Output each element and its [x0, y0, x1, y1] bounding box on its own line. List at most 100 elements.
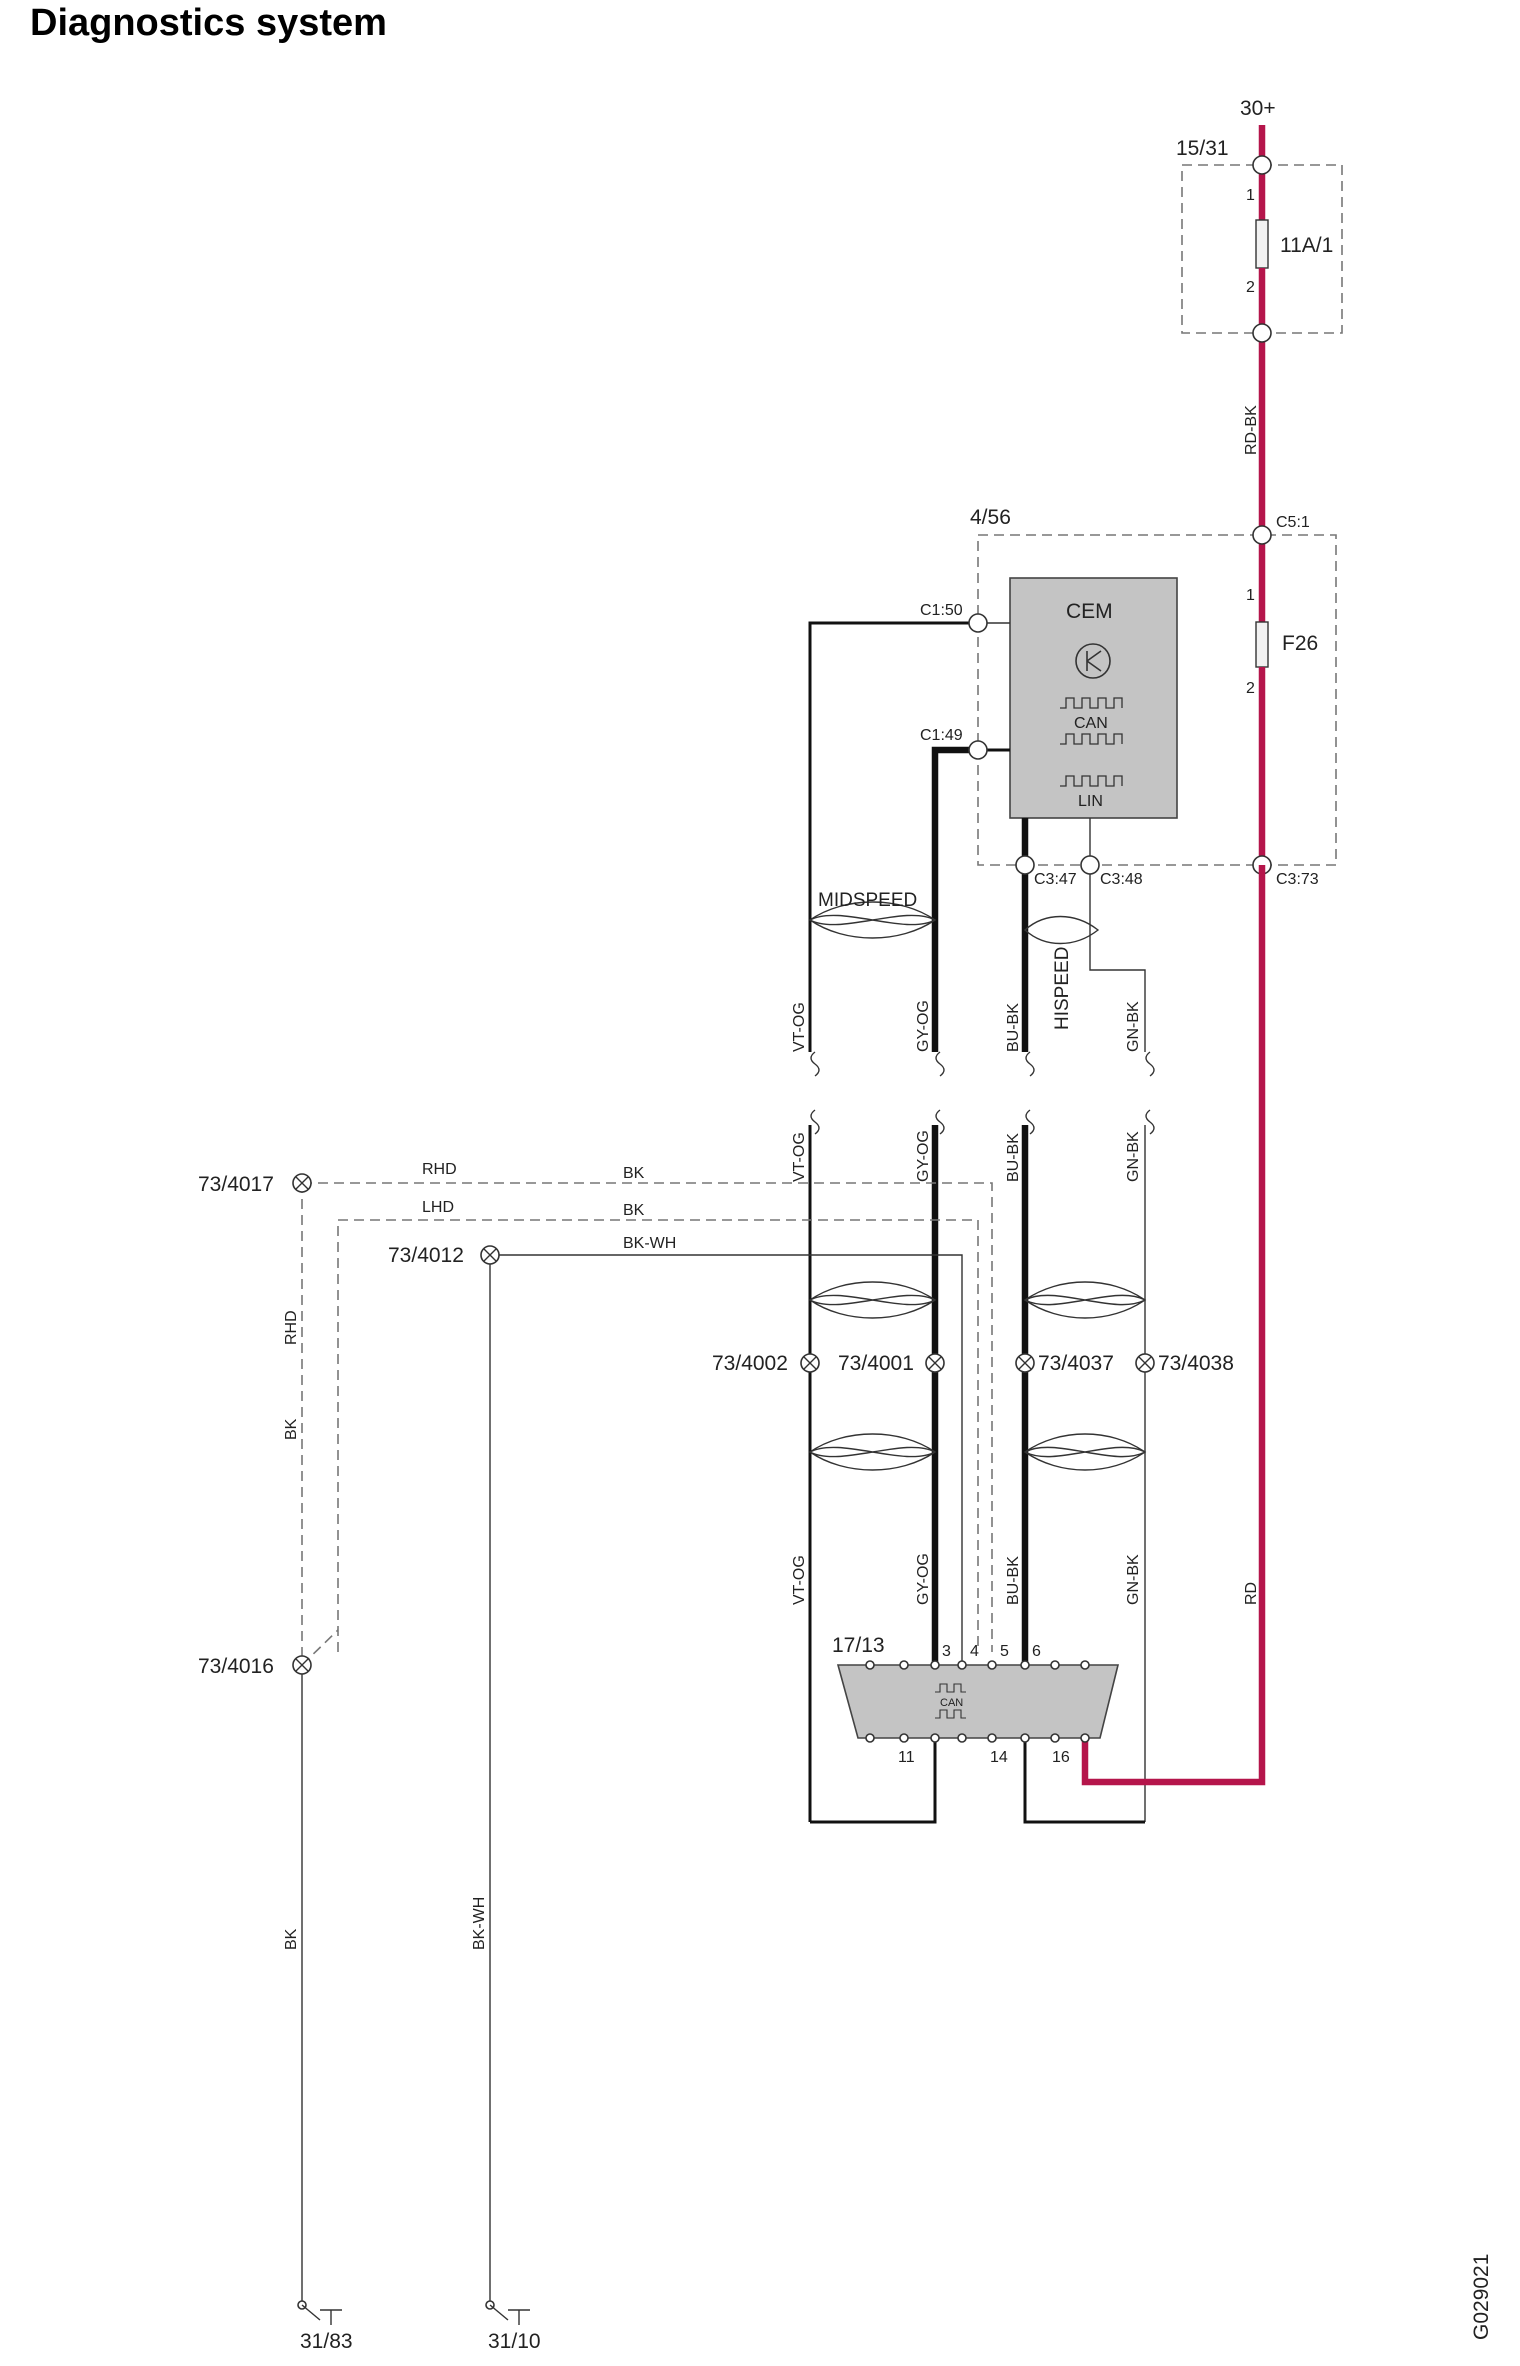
dlc-pins — [865, 1660, 1090, 1743]
connector-c3-47-node — [1015, 855, 1035, 875]
fuse-f26-label: F26 — [1282, 632, 1318, 655]
wire-vt-og-return — [810, 1740, 937, 1824]
wire-bk-ground-label: BK — [283, 1928, 300, 1950]
connector-c3-48-label: C3:48 — [1100, 871, 1143, 888]
cem-module-box — [1009, 577, 1178, 819]
splice-4038-node — [1135, 1353, 1155, 1373]
wire-bu-bk-label-lower-bottom: BU-BK — [1005, 1556, 1022, 1605]
dlc-pin-5-label: 5 — [1000, 1643, 1009, 1660]
dlc-can-label: CAN — [940, 1697, 963, 1709]
dlc-pin-4-label: 4 — [970, 1643, 979, 1660]
splice-4001-label: 73/4001 — [838, 1352, 914, 1375]
fuse-f26-symbol — [1255, 621, 1269, 668]
fuse-11a-1-pin-in: 1 — [1246, 187, 1255, 204]
wire-vt-og-label-upper: VT-OG — [791, 1002, 808, 1052]
wire-bu-bk-label-upper: BU-BK — [1005, 1003, 1022, 1052]
splice-4037-node — [1015, 1353, 1035, 1373]
dlc-ref-label: 17/13 — [832, 1634, 885, 1657]
connector-c5-1-node — [1252, 525, 1272, 545]
splice-4016-node — [292, 1655, 312, 1675]
wire-gn-bk-label-lower-top: GN-BK — [1125, 1131, 1142, 1182]
supply-node-top — [1252, 155, 1272, 175]
wire-gn-bk-return — [1023, 1740, 1145, 1824]
dlc-pin-16-label: 16 — [1052, 1749, 1070, 1766]
dlc-pin-14-label: 14 — [990, 1749, 1008, 1766]
supply-node-bottom — [1252, 323, 1272, 343]
splice-4001-node — [925, 1353, 945, 1373]
wire-rd-bk-label: RD-BK — [1243, 405, 1260, 455]
wire-rhd-vertical-label: RHD — [283, 1310, 300, 1345]
connector-c5-1-label: C5:1 — [1276, 514, 1310, 531]
connector-c1-50-label: C1:50 — [920, 602, 963, 619]
fuse-11a-1-symbol — [1255, 219, 1269, 269]
midspeed-twist-symbol — [808, 901, 937, 939]
fuse-11a-1-label: 11A/1 — [1280, 234, 1333, 257]
fuse-f26-pin-out: 2 — [1246, 680, 1255, 697]
image-id-label: G029021 — [1470, 2254, 1493, 2340]
wire-vt-og-upper — [808, 621, 978, 1052]
cem-module-label: CEM — [1066, 600, 1113, 623]
wire-bk-wh — [490, 1254, 963, 1665]
page-title: Diagnostics system — [30, 2, 387, 44]
connector-c1-49-label: C1:49 — [920, 727, 963, 744]
transistor-icon — [1075, 643, 1111, 679]
dlc-pin-6-label: 6 — [1032, 1643, 1041, 1660]
splice-4017-label: 73/4017 — [198, 1173, 274, 1196]
wire-gy-og-upper — [931, 746, 978, 1052]
can-signal-icon — [1060, 697, 1123, 745]
wire-rhd-dashed — [302, 1182, 993, 1652]
dlc-can-icon — [935, 1683, 966, 1719]
wire-bk-vertical-label: BK — [283, 1418, 300, 1440]
cem-can-label: CAN — [1074, 715, 1108, 732]
wire-vt-og-label-lower-bottom: VT-OG — [791, 1555, 808, 1605]
splice-4016-label: 73/4016 — [198, 1655, 274, 1678]
wire-gy-og-label-lower-bottom: GY-OG — [915, 1553, 932, 1605]
twist-symbols-lower — [808, 1281, 1147, 1471]
splice-4012-node — [480, 1245, 500, 1265]
splice-4038-label: 73/4038 — [1158, 1352, 1234, 1375]
wire-vt-og-label-lower-top: VT-OG — [791, 1132, 808, 1182]
hispeed-label: HISPEED — [1052, 947, 1073, 1030]
midspeed-label: MIDSPEED — [818, 890, 917, 911]
wire-bk-label-lhd: BK — [623, 1202, 645, 1219]
fuse-box-15-31-label: 15/31 — [1176, 137, 1229, 160]
dlc-pin-3-label: 3 — [942, 1643, 951, 1660]
cem-unit-ref-label: 4/56 — [970, 506, 1011, 529]
hispeed-twist-symbol — [1023, 915, 1100, 945]
wire-gn-bk-label-upper: GN-BK — [1125, 1001, 1142, 1052]
fuse-f26-pin-in: 1 — [1246, 587, 1255, 604]
wire-gn-bk-upper — [1089, 865, 1146, 1052]
connector-c1-50-node — [968, 613, 988, 633]
wire-bk-wh-label: BK-WH — [623, 1235, 676, 1252]
fuse-11a-1-pin-out: 2 — [1246, 279, 1255, 296]
cem-lin-label: LIN — [1078, 793, 1103, 810]
ground-31-10-label: 31/10 — [488, 2330, 541, 2353]
splice-4037-label: 73/4037 — [1038, 1352, 1114, 1375]
dlc-pin-11-label: 11 — [898, 1749, 915, 1766]
wire-rhd-label: RHD — [422, 1161, 457, 1178]
wire-gn-bk-label-lower-bottom: GN-BK — [1125, 1554, 1142, 1605]
connector-c1-49-node — [968, 740, 988, 760]
wire-gy-og-label-lower-top: GY-OG — [915, 1130, 932, 1182]
dlc-connector-body — [836, 1664, 1120, 1739]
wire-bu-bk-label-lower-top: BU-BK — [1005, 1133, 1022, 1182]
ground-31-83-symbol — [297, 2300, 342, 2325]
wire-rd-label: RD — [1243, 1582, 1260, 1605]
wire-lhd-label: LHD — [422, 1199, 454, 1216]
ground-31-10-symbol — [485, 2300, 530, 2325]
terminal-30-label: 30+ — [1240, 97, 1276, 120]
wire-break-marks — [810, 1051, 1155, 1135]
connector-c3-47-label: C3:47 — [1034, 871, 1077, 888]
splice-4002-node — [800, 1353, 820, 1373]
wire-bk-label-rhd: BK — [623, 1165, 645, 1182]
lin-signal-icon — [1060, 775, 1123, 787]
splice-4012-label: 73/4012 — [388, 1244, 464, 1267]
cem-unit-outline — [977, 534, 1337, 866]
wire-rd-to-dlc — [1081, 865, 1266, 1786]
connector-c3-48-node — [1080, 855, 1100, 875]
connector-c3-73-label: C3:73 — [1276, 871, 1319, 888]
wire-gy-og-label-upper: GY-OG — [915, 1000, 932, 1052]
wire-lhd-dashed — [337, 1219, 979, 1652]
wire-bk-wh-ground-label: BK-WH — [471, 1897, 488, 1950]
